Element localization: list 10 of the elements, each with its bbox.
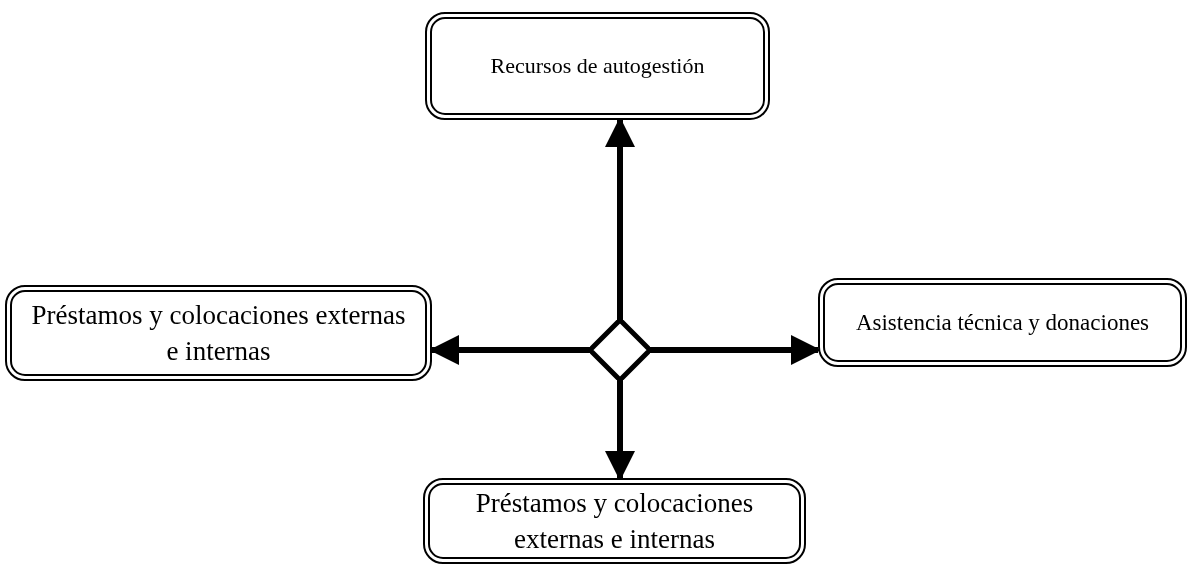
text-box: [425, 12, 770, 120]
box-text: Recursos de autogestión: [490, 52, 705, 81]
arrow: [650, 335, 821, 365]
text-box: [818, 278, 1187, 367]
junction-diamond: [590, 320, 650, 380]
box-text: Préstamos y colocaciones externas e internas: [30, 298, 407, 368]
text-box: [5, 285, 432, 381]
text-box: [423, 478, 806, 564]
box-text: Préstamos y colocaciones externas e internas: [474, 486, 755, 556]
box-text: Asistencia técnica y donaciones: [855, 308, 1150, 337]
